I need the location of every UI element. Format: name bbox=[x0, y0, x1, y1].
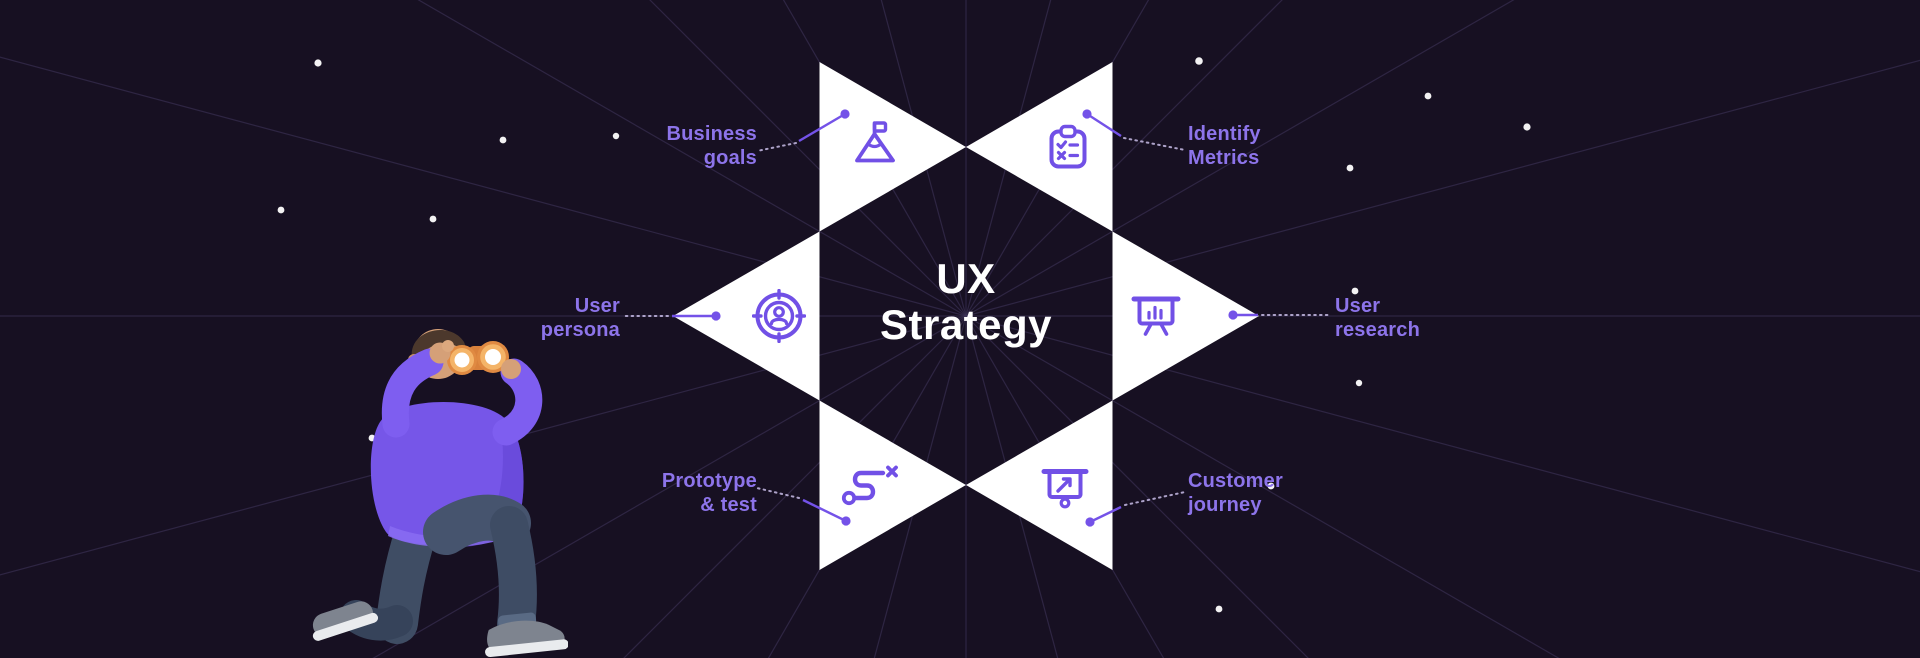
label-user-research: User research bbox=[1335, 294, 1420, 342]
label-user-persona: User persona bbox=[541, 294, 620, 342]
binoculars bbox=[447, 341, 509, 375]
presentation-arrow-icon bbox=[1041, 464, 1089, 512]
label-line: persona bbox=[540, 319, 620, 341]
connector-identify-metrics bbox=[1082, 109, 1186, 151]
title-line-1: UX bbox=[936, 255, 996, 302]
label-customer-journey: Customer journey bbox=[1188, 469, 1283, 517]
label-line: Customer bbox=[1188, 470, 1283, 492]
star-point-top-right bbox=[966, 62, 1113, 232]
mountain-flag-icon bbox=[851, 119, 899, 167]
connector-user-persona bbox=[624, 311, 721, 321]
title-line-2: Strategy bbox=[879, 301, 1053, 348]
label-line: journey bbox=[1188, 494, 1262, 516]
star-point-bottom-right bbox=[966, 400, 1113, 570]
label-line: & test bbox=[700, 494, 757, 516]
connector-business-goals bbox=[756, 109, 850, 152]
label-line: Prototype bbox=[661, 470, 757, 492]
label-line: User bbox=[1335, 295, 1381, 317]
front-shoe bbox=[485, 620, 569, 658]
connector-user-research bbox=[1228, 310, 1331, 320]
presentation-chart-icon bbox=[1131, 291, 1181, 339]
back-shoe bbox=[312, 601, 379, 641]
label-line: research bbox=[1335, 319, 1420, 341]
route-test-icon bbox=[840, 463, 902, 507]
person-with-binoculars-illustration bbox=[278, 320, 569, 658]
clipboard-checklist-icon bbox=[1044, 123, 1092, 171]
target-user-icon bbox=[752, 289, 806, 343]
connector-prototype-test bbox=[756, 487, 851, 526]
label-line: Identify bbox=[1188, 123, 1261, 145]
star-dots bbox=[277, 57, 1531, 613]
label-identify-metrics: Identify Metrics bbox=[1188, 122, 1261, 170]
label-line: Metrics bbox=[1188, 147, 1260, 169]
label-prototype-test: Prototype & test bbox=[662, 469, 757, 517]
star-point-bottom-left bbox=[819, 400, 966, 570]
page-title: UX Strategy bbox=[766, 256, 1166, 348]
star-point-left bbox=[673, 231, 820, 401]
connector-customer-journey bbox=[1085, 491, 1186, 527]
label-line: Business bbox=[666, 123, 757, 145]
star-point-top-left bbox=[819, 62, 966, 232]
star-point-right bbox=[1112, 231, 1259, 401]
label-business-goals: Business goals bbox=[666, 122, 757, 170]
label-line: goals bbox=[703, 147, 757, 169]
label-line: User bbox=[574, 295, 620, 317]
